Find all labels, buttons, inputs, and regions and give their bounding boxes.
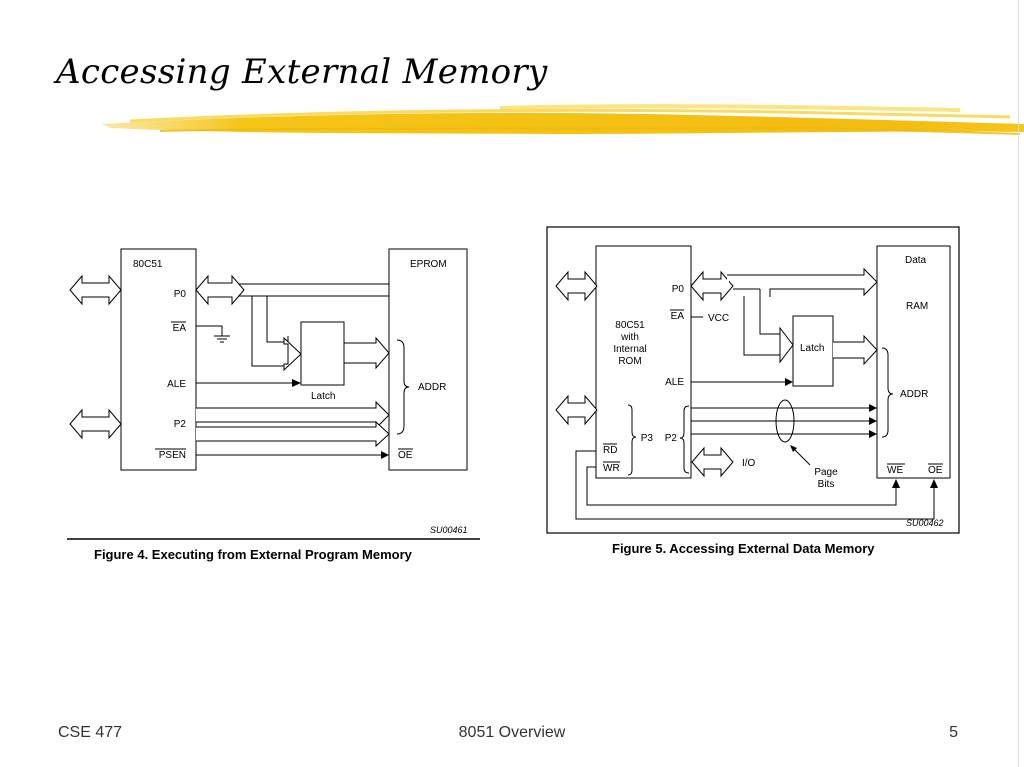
fig5-latch-input-arrow [779,326,794,364]
fig4-latch-input-arrow [283,336,302,372]
fig5-cpu-name-1: 80C51 [615,320,645,331]
fig5-pin-rd: RD [603,445,617,456]
fig4-eprom-box [388,248,468,471]
slide-title: Accessing External Memory [56,52,548,92]
fig4-cpu-name: 80C51 [133,259,163,270]
fig5-cpu-name-3: Internal [613,344,646,355]
fig5-latch-label: Latch [800,343,824,354]
fig5-pin-p3: P3 [641,433,654,444]
footer-page-number: 5 [949,724,958,741]
fig5-p0-ram-bus [727,267,878,297]
fig4-cpu-box [120,248,197,471]
fig4-eprom-oe: OE [398,450,413,461]
fig5-pin-ale: ALE [665,377,684,388]
fig5-pin-ea: EA [671,311,685,322]
footer-course: CSE 477 [58,724,123,741]
fig5-cpu-name-2: with [620,332,639,343]
fig4-latch-label: Latch [311,391,335,402]
fig4-pin-ale: ALE [167,379,186,390]
fig5-latch-output-arrow [833,334,878,366]
fig4-pin-p2: P2 [174,419,187,430]
fig5-page-bits-2: Bits [818,479,835,490]
fig5-pin-p2: P2 [665,433,678,444]
fig5-cpu-name-4: ROM [618,356,641,367]
fig5-latch-box [792,315,834,387]
fig4-latch-box [300,321,345,386]
fig5-caption: Figure 5. Accessing External Data Memory [612,541,875,556]
fig4-code: SU00461 [430,525,468,535]
fig4-eprom-name: EPROM [410,259,447,270]
fig5-ram-addr: ADDR [900,389,928,400]
fig4-pin-p0: P0 [174,289,187,300]
fig5-ram-oe: OE [928,465,943,476]
fig5-cpu-box [595,245,692,479]
footer-topic: 8051 Overview [458,724,566,741]
fig5-ram-box [876,245,951,479]
fig5-page-bits-1: Page [814,467,838,478]
fig5-ram-we: WE [887,465,903,476]
fig4-left-bus-arrow-bottom [69,408,122,440]
fig5-left-bus-arrow-bottom [555,394,598,426]
fig5-io-label: I/O [742,458,756,469]
fig5-pin-wr: WR [603,463,620,474]
fig5-io-arrow [691,446,734,478]
fig5-p0-bus-arrow [690,270,734,302]
fig4-pin-psen: PSEN [159,450,186,461]
fig4-pin-ea: EA [173,323,187,334]
slide-edge-line [1018,0,1019,767]
fig4-caption: Figure 4. Executing from External Progra… [94,547,413,562]
fig5-vcc: VCC [708,313,729,324]
fig4-p0-bus-arrow [195,274,245,306]
fig5-ram-name-2: RAM [906,301,928,312]
fig4-left-bus-arrow-top [69,274,122,306]
fig5-left-bus-arrow-top [555,270,598,302]
fig5-code: SU00462 [906,518,944,528]
fig5-page-bits-ellipse [775,399,795,443]
fig5-ram-name-1: Data [905,255,927,266]
fig4-eprom-addr: ADDR [418,382,446,393]
fig4-latch-output-arrow [343,336,390,370]
fig5-frame [546,226,960,534]
fig5-pin-p0: P0 [672,284,685,295]
